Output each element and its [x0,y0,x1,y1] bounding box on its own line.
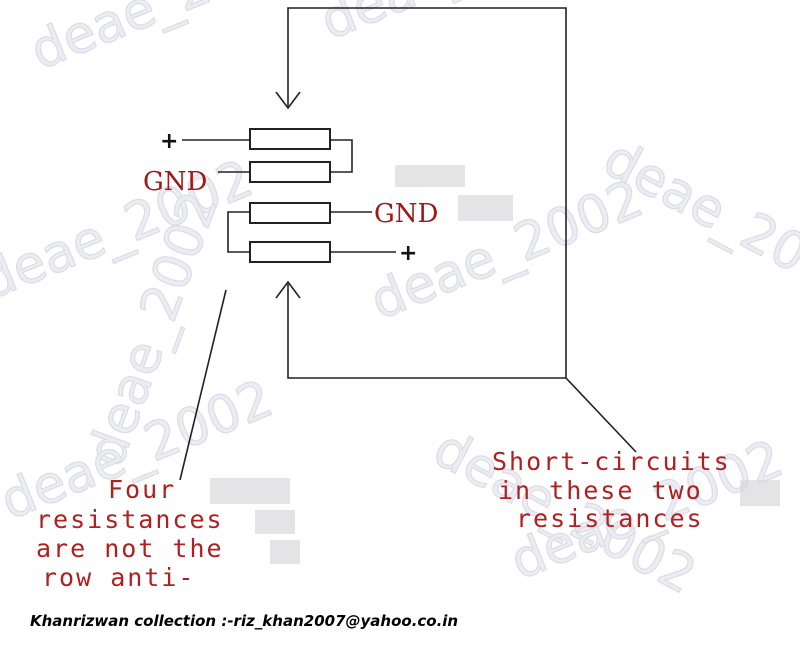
gnd-label-left: GND [143,167,207,197]
loop-wire [287,7,567,379]
plus-terminal-bottom: + [399,241,417,266]
gnd-label-right: GND [374,199,438,229]
watermark-text: deae_2002 [0,149,261,312]
note-right: Short-circuits in these two resistances [492,447,731,533]
arrow-up-icon [275,280,301,299]
footer-credit: Khanrizwan collection :-riz_khan2007@yah… [30,612,458,630]
watermark-text: deae_2002 [22,0,311,82]
blur-patch [740,480,780,506]
blur-patch [270,540,300,564]
blur-patch [210,478,290,504]
resistor-4 [249,241,331,263]
note-right-line: in these two [498,476,703,505]
blur-patch [395,165,465,187]
note-left: Four resistances are not the row anti- [36,475,224,592]
note-left-line: resistances [36,505,224,534]
note-left-line: are not the [36,534,224,563]
note-left-line: row anti- [42,563,195,592]
bridge-r3-r4 [227,211,250,253]
resistor-3 [249,202,331,224]
note-right-line: resistances [516,504,704,533]
pointer-line-left [179,289,227,481]
resistor-1 [249,128,331,150]
bridge-r1-r2 [330,139,353,173]
blur-patch [458,195,513,221]
note-right-line: Short-circuits [492,447,731,476]
resistor-2 [249,161,331,183]
pointer-line-right [565,377,637,453]
note-left-line: Four [108,475,176,504]
arrow-down-icon [275,91,301,110]
plus-terminal-top: + [160,129,178,154]
blur-patch [255,510,295,534]
